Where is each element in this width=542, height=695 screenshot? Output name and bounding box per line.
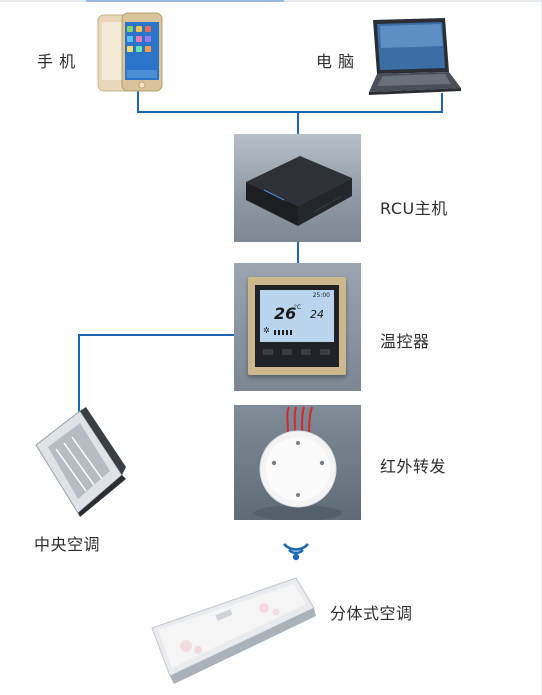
thermostat-unit: °C <box>294 304 302 311</box>
rcu-host-image <box>234 134 361 242</box>
connector-central-ac-down <box>78 334 80 428</box>
top-accent-bar <box>0 0 542 2</box>
connector-to-rcu <box>297 111 299 135</box>
thermostat-screen: 25:00 26 °C 24 ✲ <box>260 290 334 342</box>
thermostat-label: 温控器 <box>380 332 430 351</box>
split-ac-label: 分体式空调 <box>330 604 413 623</box>
thermostat-bezel: 25:00 26 °C 24 ✲ <box>255 285 339 367</box>
connector-thermostat-left <box>78 334 234 336</box>
thermostat-button <box>301 349 311 355</box>
connector-rcu-thermostat <box>297 241 299 263</box>
thermostat-button <box>282 349 292 355</box>
thermostat-buttons <box>263 349 331 357</box>
fan-icon: ✲ <box>263 326 270 335</box>
ir-transmitter-image <box>234 405 361 520</box>
thermostat-frame: 25:00 26 °C 24 ✲ <box>248 277 346 375</box>
connector-laptop-down <box>441 93 443 112</box>
central-ac-label: 中央空调 <box>34 535 101 554</box>
thermostat-set-temp: 24 <box>310 308 324 321</box>
thermostat-button <box>263 349 273 355</box>
thermostat-button <box>320 349 330 355</box>
thermostat-time: 25:00 <box>312 292 330 299</box>
central-ac-image <box>28 405 128 520</box>
phone-label: 手 机 <box>37 52 76 71</box>
connector-phone-down <box>137 90 139 112</box>
ir-label: 红外转发 <box>380 457 447 476</box>
rcu-label: RCU主机 <box>380 199 448 218</box>
laptop-image <box>363 16 463 96</box>
thermostat-bars <box>274 330 294 335</box>
phone-image <box>96 12 166 94</box>
connector-top-horizontal <box>137 111 443 113</box>
split-ac-image <box>146 568 322 686</box>
thermostat-room-temp: 26 <box>274 304 297 323</box>
thermostat-image: 25:00 26 °C 24 ✲ <box>234 263 361 391</box>
wireless-signal-icon <box>282 536 310 562</box>
computer-label: 电 脑 <box>316 52 355 71</box>
